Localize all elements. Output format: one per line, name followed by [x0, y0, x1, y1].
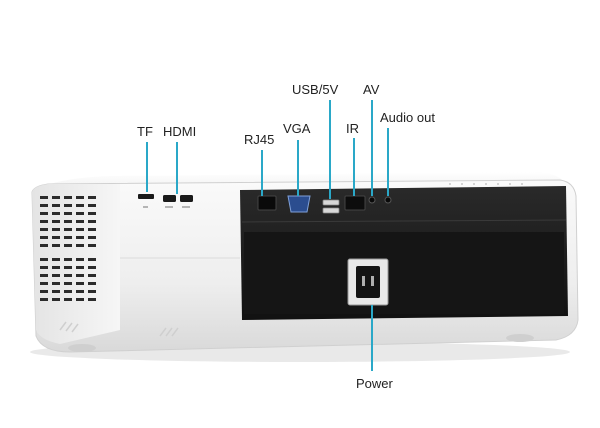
hdmi-label: HDMI [163, 124, 197, 139]
vga-label: VGA [283, 121, 311, 136]
ir-label: IR [346, 121, 359, 136]
ir-leader-line [353, 138, 355, 196]
tf-card-slot [138, 194, 154, 199]
av-label: AV [363, 82, 380, 97]
power-label: Power [356, 376, 393, 391]
av-jack [368, 196, 376, 204]
tf-label: TF [137, 124, 153, 139]
bottom-vent-slashes [59, 321, 179, 337]
usb-leader-line [329, 100, 331, 199]
tf-leader-line [146, 142, 148, 192]
hdmi-port-2 [180, 195, 193, 202]
audio-out-label: Audio out [380, 110, 435, 125]
hdmi-port-1 [163, 195, 176, 202]
audio-out-leader-line [387, 128, 389, 196]
usb-port-1 [322, 199, 340, 206]
rear-vent-mesh [244, 232, 564, 314]
ir-receiver [344, 195, 366, 211]
av-leader-line [371, 100, 373, 196]
power-socket [356, 266, 380, 298]
vga-port [287, 195, 311, 213]
audio-out-jack [384, 196, 392, 204]
left-vent-grille [40, 196, 96, 301]
top-indicator-dots [449, 183, 523, 185]
rj45-leader-line [261, 150, 263, 196]
hdmi-leader-line [176, 142, 178, 194]
rear-foot [506, 334, 534, 342]
rj45-label: RJ45 [244, 132, 275, 147]
vga-leader-line [297, 140, 299, 196]
projector-left-side [32, 184, 120, 344]
usb-port-2 [322, 207, 340, 214]
tf-hdmi-port-block [138, 194, 193, 208]
front-foot [68, 344, 96, 352]
usb-label: USB/5V [292, 82, 339, 97]
power-leader-line [371, 305, 373, 371]
rj45-port [257, 195, 277, 211]
